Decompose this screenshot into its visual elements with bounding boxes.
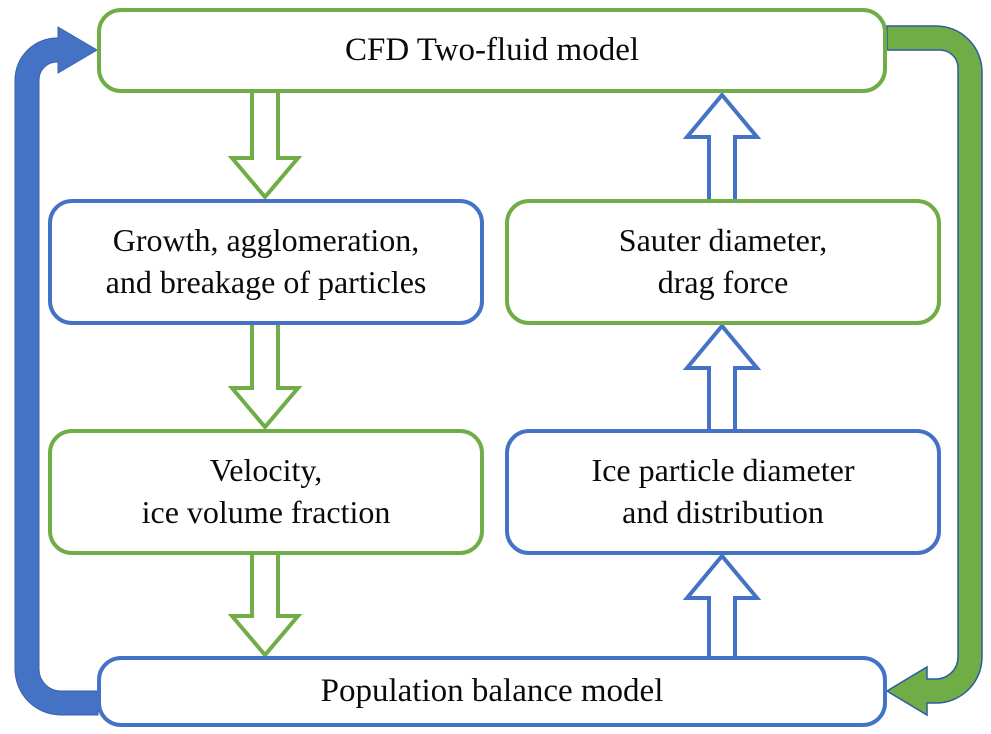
box-velocity-label-line1: Velocity,	[209, 452, 323, 489]
box-ice-label-line2: and distribution	[622, 494, 824, 530]
box-population-balance-model: Population balance model	[97, 656, 887, 727]
box-ice-label-line1: Ice particle diameter	[591, 452, 855, 489]
loop-arrow-population-to-cfd	[14, 26, 99, 716]
up-arrow-ice-to-sauter	[682, 322, 762, 431]
down-arrow-growth-to-velocity	[227, 323, 303, 431]
box-sauter-label-line1: Sauter diameter,	[618, 222, 828, 259]
down-arrow-velocity-to-population	[227, 553, 303, 659]
box-growth-agglomeration-breakage: Growth, agglomeration, and breakage of p…	[48, 199, 484, 325]
down-arrow-cfd-to-growth	[227, 93, 303, 201]
box-velocity-label-line2: ice volume fraction	[141, 494, 391, 530]
up-arrow-population-to-ice	[682, 552, 762, 657]
box-growth-label-line2: and breakage of particles	[105, 264, 427, 300]
box-velocity-ice-volume-fraction: Velocity, ice volume fraction	[48, 429, 484, 555]
up-arrow-sauter-to-cfd	[682, 91, 762, 201]
box-growth-label-line1: Growth, agglomeration,	[112, 222, 420, 259]
box-sauter-label-line2: drag force	[657, 264, 789, 300]
loop-arrow-cfd-to-population	[885, 25, 983, 717]
box-ice-particle-diameter-distribution: Ice particle diameter and distribution	[505, 429, 941, 555]
box-sauter-diameter-drag-force: Sauter diameter, drag force	[505, 199, 941, 325]
box-cfd-two-fluid-model: CFD Two-fluid model	[97, 8, 887, 93]
box-cfd-label: CFD Two-fluid model	[344, 32, 640, 69]
box-population-label: Population balance model	[320, 673, 664, 710]
